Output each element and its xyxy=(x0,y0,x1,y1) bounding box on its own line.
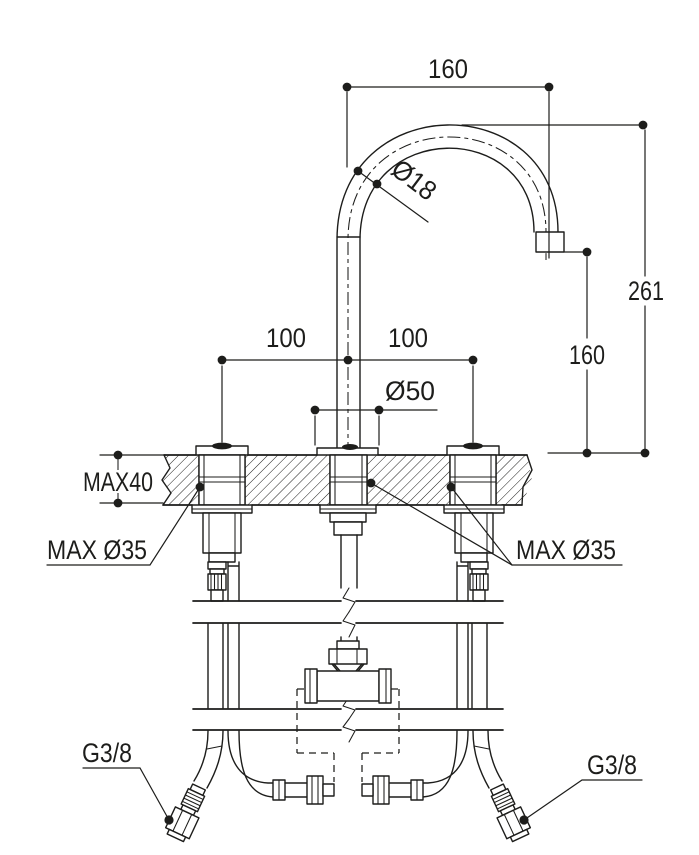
spout-centerline xyxy=(347,136,547,530)
deck-cross-section xyxy=(161,454,533,506)
label-max-hole-left: MAX Ø35 xyxy=(47,535,147,565)
label-max-hole-right: MAX Ø35 xyxy=(516,535,616,565)
under-deck-pipes xyxy=(207,623,488,709)
dim-outlet-height: 160 xyxy=(563,247,605,458)
dim-label-spacing-left: 100 xyxy=(266,323,306,353)
label-hole-left: MAX Ø35 xyxy=(46,482,205,566)
dim-tube-diameter: Ø18 xyxy=(353,154,442,223)
break-symbol xyxy=(342,587,356,613)
dim-label-overall-height: 261 xyxy=(628,276,664,306)
dim-spout-reach: 160 xyxy=(342,54,554,259)
break-symbol xyxy=(342,718,356,743)
supply-hose-right xyxy=(472,730,532,843)
spout-outlet xyxy=(535,231,565,253)
dim-label-deck-thickness: MAX40 xyxy=(83,467,153,497)
spout-gooseneck xyxy=(336,124,565,530)
tee-connector xyxy=(304,640,392,704)
center-shank-assembly xyxy=(316,444,379,642)
dim-label-outlet-height: 160 xyxy=(569,340,605,370)
label-supply-right: G3/8 xyxy=(519,750,643,825)
dim-label-spacing-right: 100 xyxy=(388,323,428,353)
inner-hose-left xyxy=(227,730,335,805)
dim-label-spout-reach: 160 xyxy=(428,54,468,84)
right-valve-assembly xyxy=(443,442,505,602)
left-valve-assembly xyxy=(191,442,253,602)
inner-hose-right xyxy=(361,730,469,805)
supply-hose-left xyxy=(164,730,224,843)
label-thread-left: G3/8 xyxy=(82,738,132,768)
label-hole-right: MAX Ø35 xyxy=(366,478,623,566)
supply-connector-right xyxy=(489,783,532,843)
dim-base-flange: Ø50 xyxy=(310,376,438,446)
break-symbol xyxy=(342,611,356,638)
dim-deck-thickness: MAX40 xyxy=(83,450,167,508)
dim-hole-spacing: 100 100 xyxy=(217,323,478,443)
dim-label-base-flange: Ø50 xyxy=(385,376,435,406)
dim-label-tube-diameter: Ø18 xyxy=(386,154,442,207)
dashed-connection-outline xyxy=(296,688,400,782)
supply-connector-left xyxy=(164,783,207,843)
label-thread-right: G3/8 xyxy=(587,750,637,780)
mounting-rails xyxy=(192,587,504,743)
dim-overall-height: 261 xyxy=(461,120,664,458)
label-supply-left: G3/8 xyxy=(82,738,174,825)
